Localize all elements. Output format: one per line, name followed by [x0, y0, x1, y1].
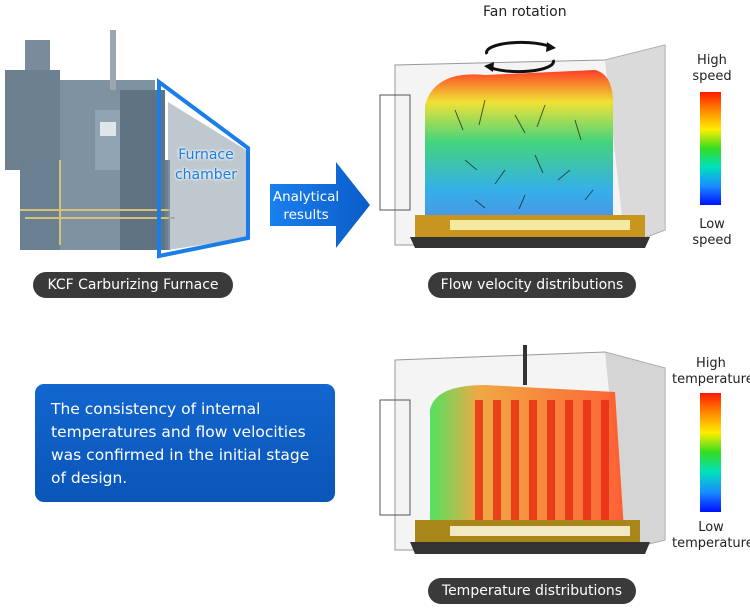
- furnace-photo: [5, 30, 250, 259]
- temperature-image: [379, 345, 666, 554]
- temperature-legend-high: High temperature: [672, 356, 750, 387]
- flow-legend-high: High speed: [692, 53, 732, 84]
- flow-velocity-image: [379, 40, 666, 248]
- fan-rotation-arrows-icon: [484, 42, 556, 72]
- temperature-legend-colorbar: [700, 393, 721, 512]
- arrow-icon: [270, 162, 370, 248]
- furnace-chamber-label: Furnace chamber: [174, 147, 238, 183]
- temperature-legend-low: Low temperature: [672, 520, 750, 551]
- flow-legend-colorbar: [700, 92, 721, 205]
- summary-message: The consistency of internal temperatures…: [35, 384, 335, 502]
- flow-caption: Flow velocity distributions: [428, 272, 636, 298]
- fan-rotation-label: Fan rotation: [483, 4, 567, 20]
- furnace-caption: KCF Carburizing Furnace: [33, 272, 233, 298]
- arrow-label: Analytical results: [272, 189, 340, 223]
- temperature-caption: Temperature distributions: [428, 578, 636, 604]
- furnace-chamber-frame: [157, 78, 250, 259]
- flow-legend-low: Low speed: [692, 217, 732, 248]
